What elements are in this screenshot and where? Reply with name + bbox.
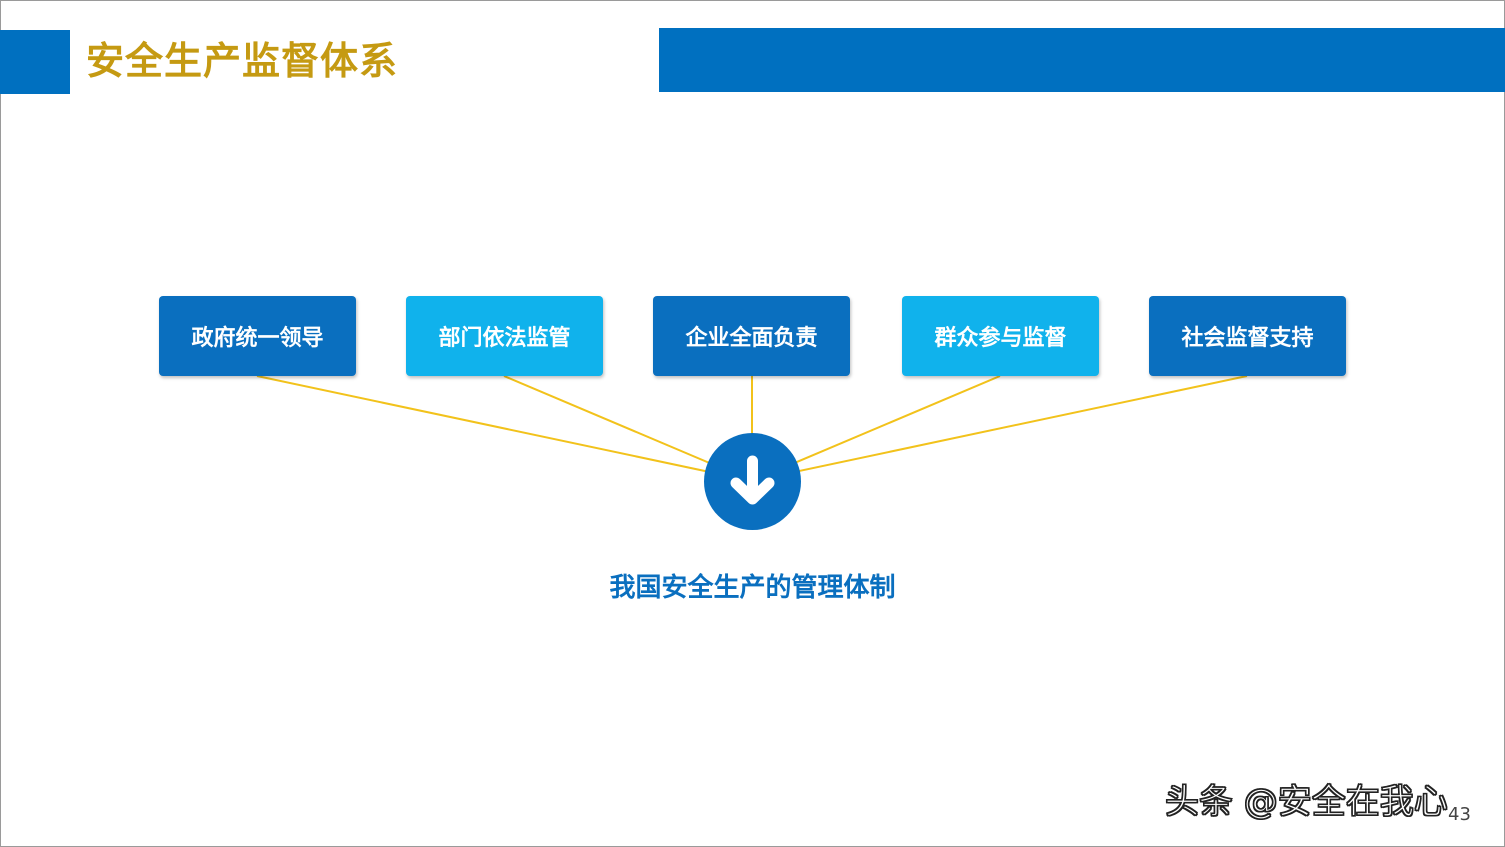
node-label-5: 社会监督支持 — [1181, 326, 1314, 351]
node-box-2: 部门依法监管 — [406, 296, 603, 376]
node-label-4: 群众参与监督 — [934, 326, 1067, 351]
header-accent-left — [0, 30, 70, 94]
node-box-5: 社会监督支持 — [1149, 296, 1346, 376]
node-label-3: 企业全面负责 — [685, 326, 818, 351]
header-accent-right — [659, 28, 1505, 92]
node-label-2: 部门依法监管 — [438, 326, 571, 351]
node-box-4: 群众参与监督 — [902, 296, 1099, 376]
connector-line-5 — [751, 375, 1248, 482]
arrow-down-icon — [730, 455, 775, 505]
diagram-caption: 我国安全生产的管理体制 — [609, 573, 896, 603]
node-box-3: 企业全面负责 — [653, 296, 850, 376]
node-box-1: 政府统一领导 — [159, 296, 356, 376]
page-title: 安全生产监督体系 — [86, 39, 399, 83]
node-label-1: 政府统一领导 — [191, 326, 324, 351]
hub-circle — [704, 433, 801, 530]
connector-line-1 — [256, 375, 753, 482]
page-number: 43 — [1448, 804, 1471, 825]
watermark-text: 头条 @安全在我心 — [1164, 781, 1448, 822]
